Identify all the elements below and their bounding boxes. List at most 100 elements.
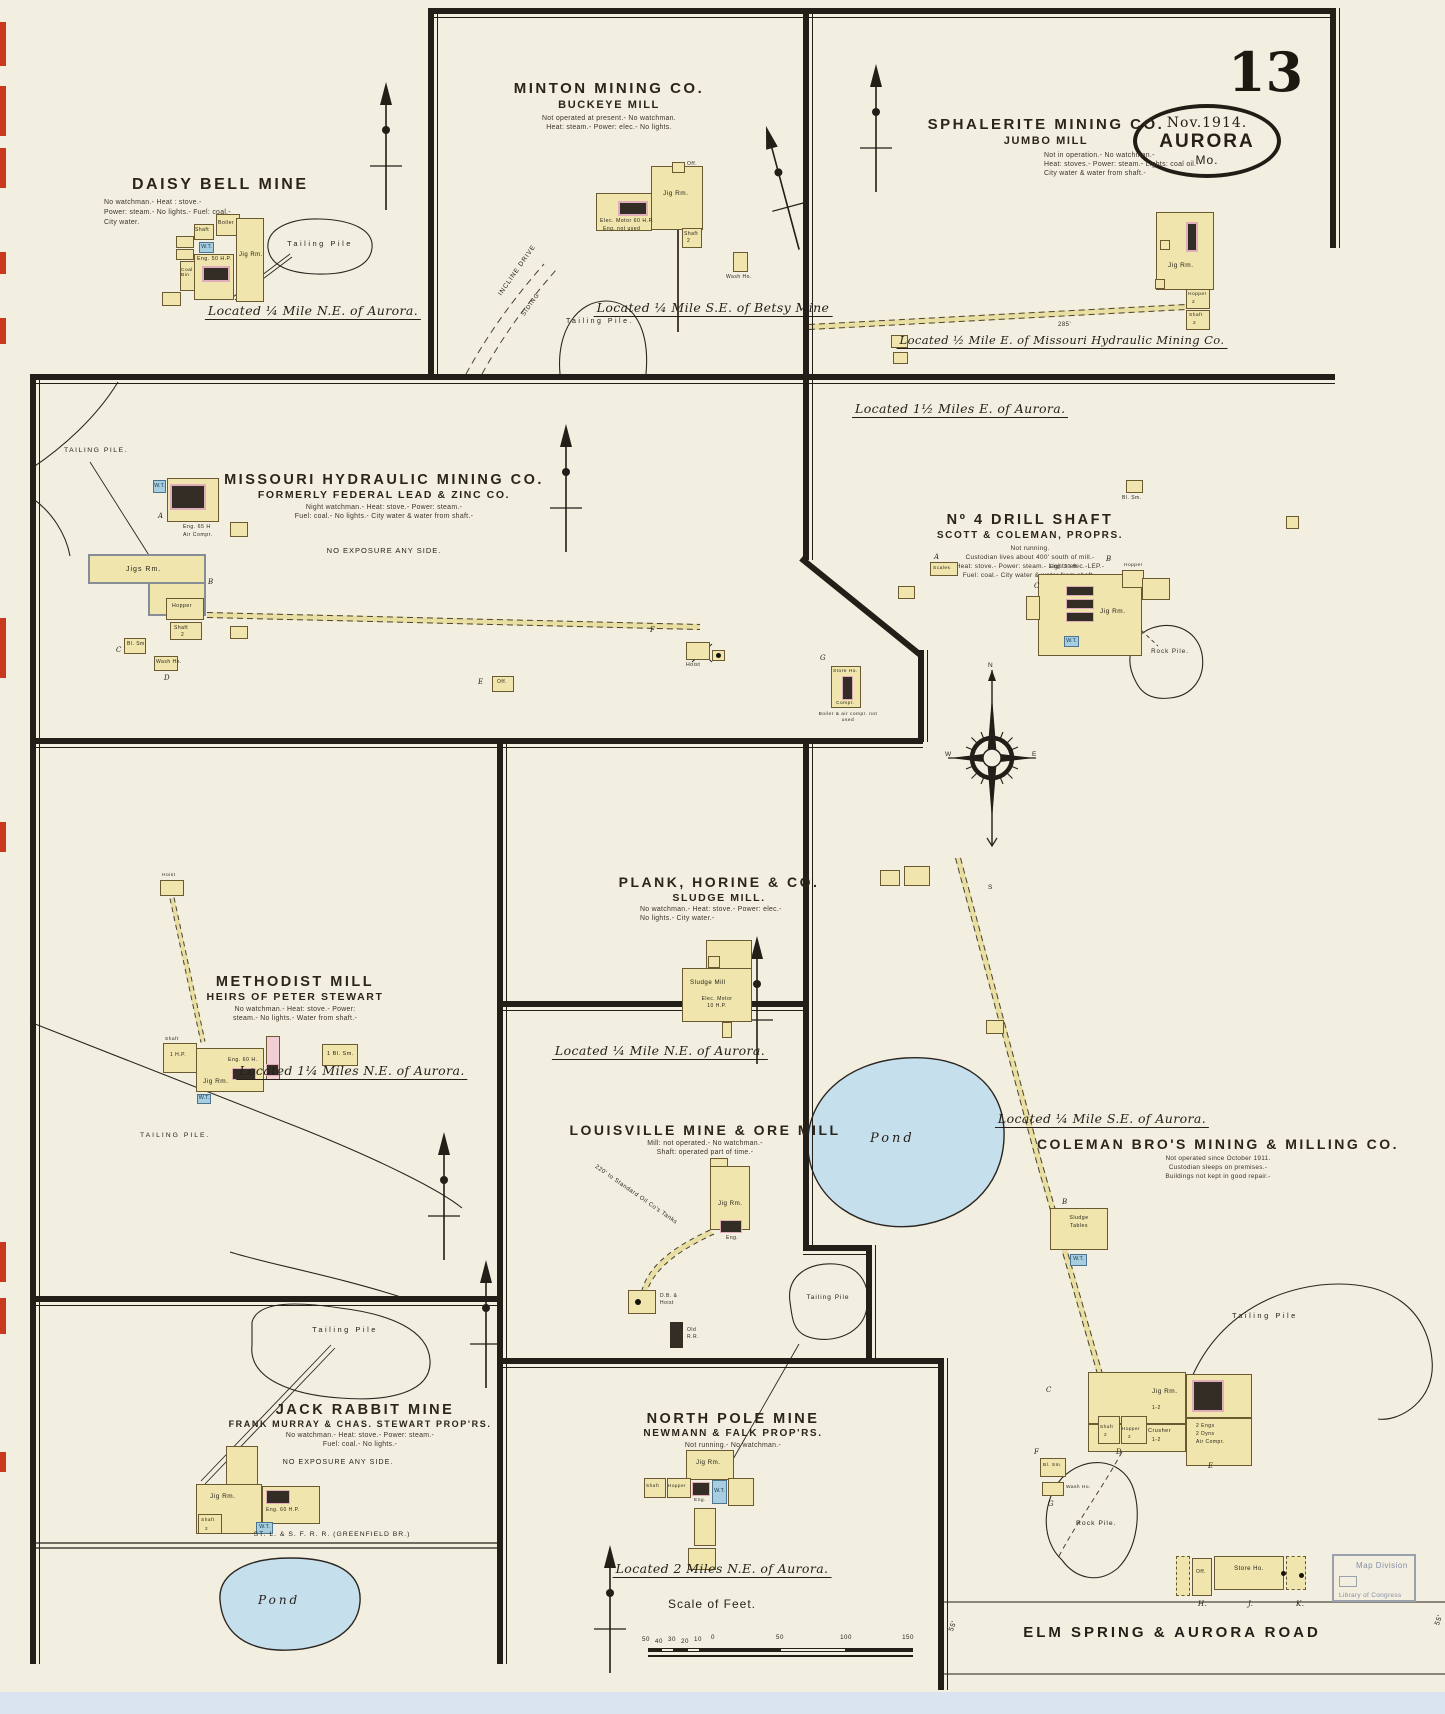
compass-letter: S <box>988 884 993 891</box>
panel-border <box>803 738 813 1251</box>
mine-building <box>628 1290 656 1314</box>
building-label: Jigs Rm. <box>126 566 162 573</box>
building-label: Shaft <box>1189 313 1203 318</box>
building-letter: G <box>1048 1500 1055 1508</box>
building-label: R.R. <box>687 1334 699 1340</box>
mine-shaft <box>644 1478 666 1498</box>
building-label: 2 <box>687 238 691 244</box>
building-label: Bl. Sm. <box>127 641 147 647</box>
building-label: Eng. 20 H <box>1050 564 1077 570</box>
building-label: Shaft <box>684 231 699 237</box>
pond-label: Pond <box>258 1593 301 1607</box>
scan-edge-mark <box>0 822 6 852</box>
tailing-pile-label: Tailing Pile <box>1232 1311 1298 1320</box>
building-label: 2 <box>1128 1434 1132 1439</box>
scan-edge-mark <box>0 318 6 344</box>
plank-note: No watchman.- Heat: stove.- Power: elec.… <box>640 906 782 913</box>
road-width-label: 55' <box>948 1620 959 1633</box>
northpole-note: Not running.- No watchman.- <box>684 1442 782 1449</box>
exposure-note: NO EXPOSURE ANY SIDE. <box>282 1457 394 1466</box>
building-letter: B <box>208 578 214 586</box>
mine-building <box>1155 279 1165 289</box>
boiler <box>720 1220 742 1233</box>
building-label: Shaft <box>195 227 210 233</box>
north-arrow-mohyd <box>549 423 583 553</box>
scale-segment <box>713 1648 780 1652</box>
building-letter: E <box>1208 1462 1214 1470</box>
building-letter: F <box>1034 1448 1040 1456</box>
minton-title: MINTON MINING CO. <box>513 80 705 97</box>
scale-tick: 0 <box>711 1634 715 1641</box>
scale-segment <box>687 1648 700 1652</box>
no4-note: Heat: stove.- Power: steam.- Lights elec… <box>955 563 1105 570</box>
mine-building <box>230 522 248 537</box>
mine-building <box>1121 1416 1147 1444</box>
scale-segment <box>648 1648 661 1652</box>
northpole-location: Located 2 Miles N.E. of Aurora. <box>612 1561 832 1579</box>
building-note: Boiler & air compr. not used <box>818 712 878 723</box>
railroad-label: ST. L. & S. F. R. R. (GREENFIELD BR.) <box>253 1531 411 1538</box>
panel-border <box>428 8 1335 18</box>
mine-building-jig-room <box>686 1450 734 1480</box>
mine-building <box>194 224 214 240</box>
building-label: Old <box>687 1327 697 1333</box>
building-letter: C <box>1034 582 1040 590</box>
railroad-track <box>33 1542 497 1549</box>
boiler <box>170 484 206 510</box>
boiler <box>1066 599 1094 609</box>
building-label: Compr. <box>836 701 855 706</box>
no4-note: Fuel: coal.- City water & water from sha… <box>962 572 1098 579</box>
mine-shaft <box>1186 310 1210 330</box>
tailing-pile-label: Tailing Pile <box>287 239 353 248</box>
tailing-pile-outline-northpole <box>789 1263 869 1340</box>
building-label: Jig Rm. <box>663 190 689 197</box>
building-label: 1-2 <box>1152 1437 1161 1443</box>
mine-building <box>1186 1418 1252 1466</box>
mine-shaft <box>198 1514 222 1534</box>
mine-building <box>176 249 194 260</box>
stamp-inner-box <box>1339 1576 1357 1587</box>
building-letter: E <box>478 678 484 686</box>
compass-letter: E <box>1032 751 1037 758</box>
building-label: Sludge <box>1069 1215 1089 1221</box>
panel-border <box>866 1245 876 1363</box>
coleman-note: Buildings not kept in good repair.- <box>1165 1173 1271 1180</box>
mine-building <box>722 1022 732 1038</box>
mine-building <box>694 1508 716 1546</box>
boiler <box>266 1064 279 1076</box>
terrain-curve-jack <box>229 1251 405 1299</box>
boiler <box>1066 612 1094 622</box>
building-label: Hoist <box>162 873 176 878</box>
panel-border <box>803 374 813 560</box>
mine-building-sludge-mill <box>682 968 752 1022</box>
north-arrow-daisy <box>369 81 403 211</box>
building-label: 1 Bl. Sm. <box>327 1051 354 1057</box>
northpole-subtitle: NEWMANN & FALK PROP'RS. <box>643 1428 823 1439</box>
building-label: Eng. 60 H.P. <box>266 1507 300 1513</box>
scan-edge-mark <box>0 1452 6 1472</box>
water-tank: W.T. <box>1070 1254 1087 1266</box>
methodist-subtitle: HEIRS OF PETER STEWART <box>206 991 384 1003</box>
louisville-title: LOUISVILLE MINE & ORE MILL <box>569 1122 841 1138</box>
stamp-line: Library of Congress <box>1339 1592 1402 1599</box>
mine-building <box>1026 596 1040 620</box>
building-label: Shaft <box>1100 1424 1114 1429</box>
minton-subtitle: BUCKEYE MILL <box>558 99 660 111</box>
minton-note: Not operated at present.- No watchman. <box>542 115 676 122</box>
scale-title: Scale of Feet. <box>667 1597 757 1611</box>
road-name: ELM SPRING & AURORA ROAD <box>1023 1624 1321 1641</box>
mine-building <box>728 1478 754 1506</box>
scale-tick: 150 <box>902 1634 914 1641</box>
mine-building <box>1214 1556 1284 1590</box>
jack-title: JACK RABBIT MINE <box>275 1402 455 1418</box>
mine-shaft <box>170 622 202 640</box>
water-tank: W.T. <box>197 1094 211 1104</box>
sphalerite-note: Heat: stoves.- Power: steam.- Lights: co… <box>1044 161 1199 168</box>
building-label: Shaft <box>174 625 189 631</box>
building-label: 2 <box>181 632 185 638</box>
water-tank: W.T. <box>199 242 214 253</box>
building-label: Jig Rm. <box>210 1493 236 1500</box>
panel-border <box>803 1245 872 1255</box>
sphalerite-location: Located ½ Mile E. of Missouri Hydraulic … <box>896 333 1228 350</box>
